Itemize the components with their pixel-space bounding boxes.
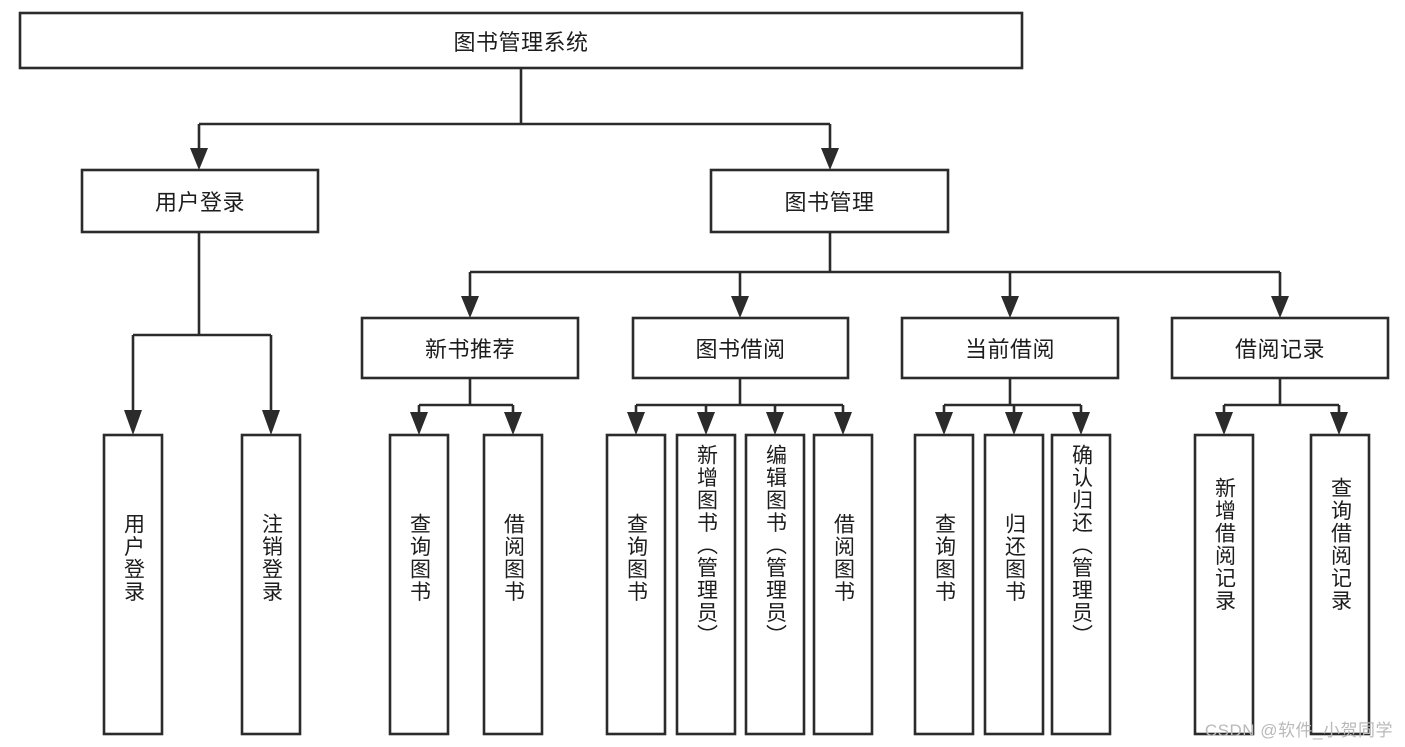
connector-currentborrow-to-leaves: [935, 378, 1090, 435]
node-leaf-borrow-book-2[interactable]: [812, 433, 874, 736]
node-leaf-return-book[interactable]: [983, 433, 1045, 736]
node-leaf-query-book-3[interactable]: [913, 433, 975, 736]
node-new-book-rec[interactable]: [360, 316, 580, 380]
node-current-borrow[interactable]: [900, 316, 1120, 380]
node-leaf-borrow-book-1[interactable]: [482, 433, 544, 736]
connector-bookborrow-to-leaves: [627, 378, 852, 435]
connector-newbook-to-leaves: [410, 378, 522, 435]
node-leaf-user-login[interactable]: [102, 433, 164, 736]
node-leaf-add-book[interactable]: [675, 433, 737, 736]
node-leaf-confirm-return[interactable]: [1050, 433, 1112, 736]
connector-bookmanage-to-level2: [461, 232, 1289, 318]
node-leaf-query-book-2[interactable]: [605, 433, 667, 736]
node-leaf-edit-book[interactable]: [744, 433, 806, 736]
connector-userlogin-to-leaves: [124, 232, 280, 435]
node-root[interactable]: [18, 11, 1024, 70]
node-user-login[interactable]: [80, 168, 320, 234]
node-leaf-query-record[interactable]: [1309, 433, 1371, 736]
node-leaf-query-book-1[interactable]: [388, 433, 450, 736]
node-leaf-add-record[interactable]: [1193, 433, 1255, 736]
connector-borrowrecord-to-leaves: [1215, 378, 1348, 435]
node-book-borrow[interactable]: [631, 316, 850, 380]
connector-root-to-level1: [190, 68, 839, 170]
node-book-manage[interactable]: [709, 168, 950, 234]
node-borrow-record[interactable]: [1170, 316, 1390, 380]
node-leaf-logout[interactable]: [240, 433, 302, 736]
